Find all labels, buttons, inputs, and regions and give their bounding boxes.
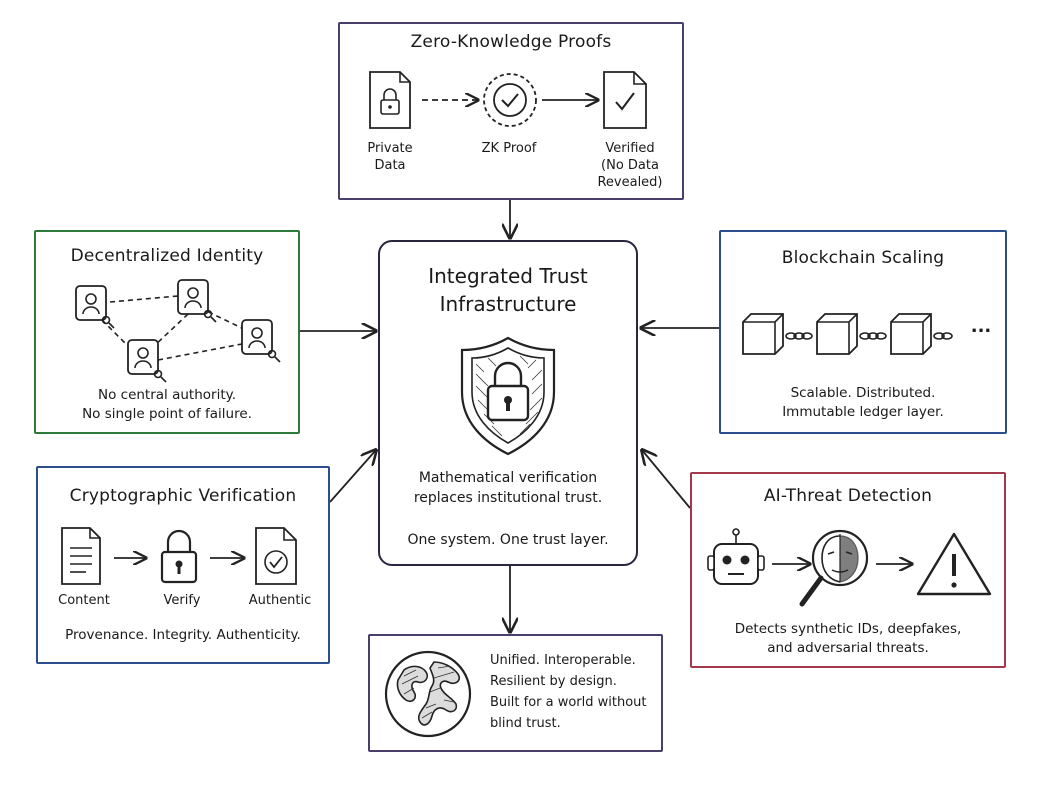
verified-document-icon [603, 71, 647, 129]
identity-network-graphic [75, 279, 281, 383]
integrated-trust-panel: Integrated Trust Infrastructure Mathemat… [378, 240, 638, 566]
zk-proof-check-icon [483, 73, 537, 127]
blockchain-title: Blockchain Scaling [781, 248, 945, 268]
crypto-flow-graphic [61, 527, 297, 585]
blockchain-caption-2: Immutable ledger layer. [782, 404, 944, 420]
ai-caption-1: Detects synthetic IDs, deepfakes, [734, 621, 962, 637]
identity-title: Decentralized Identity [70, 246, 264, 266]
unified-line-4: blind trust. [490, 716, 561, 731]
arrow-ai-to-center [642, 450, 691, 509]
center-title-2: Infrastructure [439, 292, 577, 316]
identity-node-icon [241, 319, 281, 363]
ai-threat-flow-graphic [707, 528, 992, 607]
block-cube-icon [742, 313, 784, 355]
crypto-authentic-label: Authentic [248, 593, 312, 608]
identity-node-icon [177, 279, 217, 323]
content-document-icon [61, 527, 101, 585]
block-cube-icon [816, 313, 858, 355]
ai-caption-2: and adversarial threats. [767, 640, 929, 656]
chain-link-icon [785, 332, 813, 340]
center-title-1: Integrated Trust [428, 264, 588, 288]
identity-caption-1: No central authority. [98, 387, 236, 403]
zkp-title: Zero-Knowledge Proofs [410, 32, 612, 52]
blockchain-graphic [742, 313, 953, 355]
unified-line-2: Resilient by design. [490, 674, 617, 689]
zkp-verified-label-2: (No Data [601, 158, 659, 173]
private-document-icon [369, 71, 411, 129]
unified-line-3: Built for a world without [490, 695, 647, 710]
ai-title: AI-Threat Detection [763, 486, 933, 506]
unified-line-1: Unified. Interoperable. [490, 653, 636, 668]
shield-lock-icon [460, 336, 556, 456]
center-text-2: replaces institutional trust. [413, 490, 603, 506]
zkp-verified-label-3: Revealed) [597, 175, 663, 190]
cryptographic-verification-panel: Cryptographic Verification [36, 466, 330, 664]
zkp-verified-label-1: Verified [605, 141, 655, 156]
warning-triangle-icon [916, 532, 992, 596]
crypto-title: Cryptographic Verification [69, 486, 297, 506]
globe-icon [384, 650, 472, 738]
arrow-crypto-to-center [329, 450, 376, 503]
zkp-flow-graphic [369, 71, 647, 129]
zkp-proof-label: ZK Proof [481, 141, 537, 156]
padlock-icon [160, 529, 198, 584]
zkp-private-label-2: Data [374, 158, 406, 173]
zero-knowledge-proofs-panel: Zero-Knowledge Proofs Private Dat [338, 22, 684, 200]
chain-link-icon [933, 332, 953, 340]
blockchain-scaling-panel: Blockchain Scaling ... Scalable. Distrib… [719, 230, 1007, 434]
center-text-3: One system. One trust layer. [407, 532, 609, 548]
identity-node-icon [75, 285, 115, 329]
robot-icon [707, 528, 765, 585]
crypto-verify-label: Verify [163, 593, 201, 608]
authentic-document-icon [255, 527, 297, 585]
center-text-1: Mathematical verification [418, 470, 598, 486]
block-cube-icon [890, 313, 932, 355]
deepfake-magnifier-icon [799, 529, 869, 607]
chain-link-icon [859, 332, 887, 340]
identity-node-icon [127, 339, 167, 383]
unified-outcome-panel: Unified. Interoperable. Resilient by des… [368, 634, 663, 752]
zkp-private-label-1: Private [367, 141, 413, 156]
crypto-content-label: Content [58, 593, 110, 608]
ai-threat-detection-panel: AI-Threat Detection [690, 472, 1006, 668]
blockchain-ellipsis: ... [970, 316, 992, 337]
blockchain-caption-1: Scalable. Distributed. [790, 385, 936, 401]
crypto-caption: Provenance. Integrity. Authenticity. [65, 627, 301, 643]
identity-caption-2: No single point of failure. [82, 406, 252, 422]
decentralized-identity-panel: Decentralized Identity [34, 230, 300, 434]
